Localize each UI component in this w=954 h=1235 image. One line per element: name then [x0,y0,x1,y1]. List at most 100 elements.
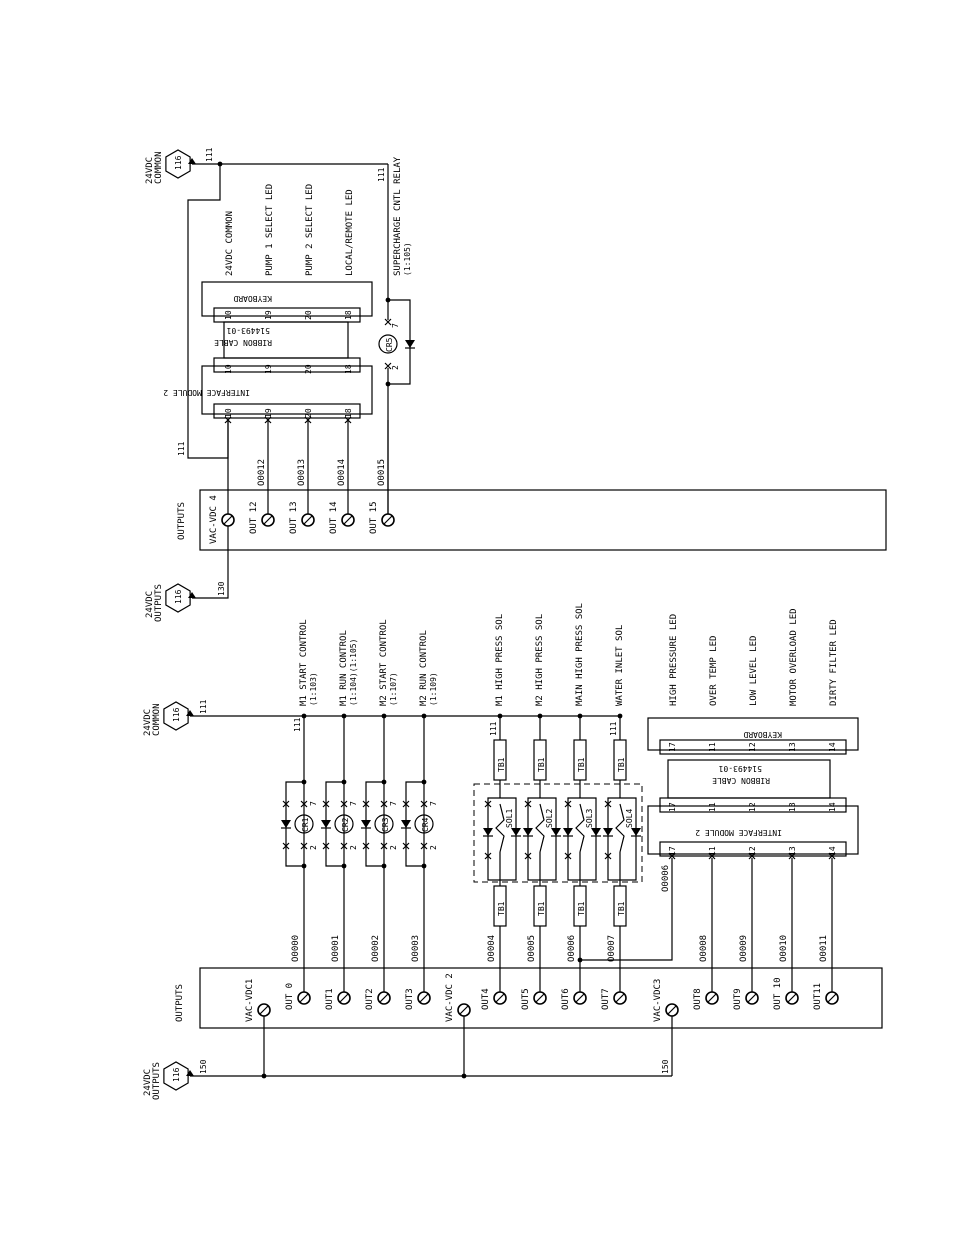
wire-label-111-sol1: 111 [489,721,498,736]
terminal-label-10: OUT 10 [773,977,783,1010]
junction-dot [385,381,391,387]
connection-x-icon [788,852,796,860]
relay-ref-CR4: (1:109) [429,672,438,706]
diode-SOL4-b-icon [631,828,641,836]
rail-label-line1: 24VDC [143,1069,153,1096]
wire-label-130: 130 [217,581,226,596]
relay-name-cr5: CR5 [385,337,394,352]
wire-label-O0015: O0015 [377,459,387,486]
terminal-slot [223,515,233,525]
interface-connector-top [213,403,361,419]
terminal-vac-0 [257,1003,271,1017]
led-label-4: DIRTY FILTER LED [829,619,839,706]
outputs-label-top: OUTPUTS [177,502,187,540]
terminal-slot [263,515,273,525]
relay-pin: 7 [391,323,400,328]
pin-label: 10 [224,408,233,418]
outputs-feed-wire [192,526,229,599]
led-label-1: OVER TEMP LED [709,636,719,706]
wire-label-O0000: O0000 [291,935,301,962]
output-module-top [199,489,887,551]
wire-label-O0004: O0004 [487,935,497,962]
pin-label: 18 [344,364,353,374]
solenoid-name-SOL2: SOL2 [545,809,554,828]
connection-x-icon [282,800,290,808]
junction-dot [301,713,307,719]
wire-label-111-sol4: 111 [609,721,618,736]
tb-label: TB1 [577,757,586,772]
interface-connector-top-upper [213,357,361,373]
relay-coil-CR4 [414,814,434,834]
wire-label-O0001: O0001 [331,935,341,962]
rail-label-line1: 24VDC [143,709,153,736]
connection-x-icon [564,800,572,808]
pin-label: 12 [748,802,757,812]
connection-x-icon [322,842,330,850]
connection-x-icon [708,852,716,860]
tb-label: TB1 [497,757,506,772]
ribbon-label-bottom: RIBBON CABLE [712,776,770,785]
pin-label: 14 [828,846,837,856]
connection-x-icon [384,318,392,326]
terminal-label-2: OUT2 [365,988,375,1010]
wire-label-O0005: O0005 [527,935,537,962]
diode-cr5-icon [405,340,415,348]
solenoid-label-SOL1: M1 HIGH PRESS SOL [495,614,505,706]
terminal-out-1 [337,991,351,1005]
relay-pin: 2 [389,845,398,850]
junction-dot [385,297,391,303]
solenoid-coil-icon [575,803,585,853]
sol-diode-wire-2 [500,797,517,881]
wire-label-O0002: O0002 [371,935,381,962]
pin-label: 18 [344,310,353,320]
relay-label-CR4: M2 RUN CONTROL [419,630,429,706]
relay-pin: 2 [391,365,400,370]
relay-label-CR1: M1 START CONTROL [299,619,309,706]
terminal-out-15 [381,513,395,527]
diode-SOL2-icon [523,828,533,836]
terminal-out-6 [573,991,587,1005]
wire-label-111: 111 [205,147,214,162]
arrow-icon [188,158,196,164]
terminal-slot [615,993,625,1003]
connection-x-icon [524,852,532,860]
connection-x-icon [264,416,272,424]
junction-dot [497,713,503,719]
relay-pin: 7 [429,801,438,806]
node-number: 116 [172,707,181,722]
connection-x-icon [300,800,308,808]
diode-SOL3-b-icon [591,828,601,836]
terminal-slot [495,993,505,1003]
connection-x-icon [384,362,392,370]
wire-label-o0006-route: O0006 [661,865,671,892]
solenoid-label-SOL3: MAIN HIGH PRESS SOL [575,603,585,706]
arrow-icon [188,592,196,598]
connection-x-icon [420,842,428,850]
junction-dot [341,713,347,719]
pin-label: 19 [264,408,273,418]
pin-label: 12 [748,742,757,752]
wire-label-O0012: O0012 [257,459,267,486]
pin-label: 11 [708,742,717,752]
tb-label: TB1 [537,901,546,916]
terminal-out-0 [297,991,311,1005]
terminal-out-2 [377,991,391,1005]
relay-label-cr5: SUPERCHARGE CNTL RELAY [393,156,403,276]
sol-diode-wire-2 [540,797,557,881]
pin-label: 20 [304,408,313,418]
sol-diode-wire-2 [620,797,637,881]
pin-label: 10 [224,364,233,374]
wire-label-O0007: O0007 [607,935,617,962]
terminal-out-10 [785,991,799,1005]
keyboard-label-bottom: KEYBOARD [743,730,782,739]
relay-pin: 7 [389,801,398,806]
connection-x-icon [402,842,410,850]
rail-label-line2: COMMON [152,703,162,736]
connection-x-icon [282,842,290,850]
rail-label-line1: 24VDC [145,157,155,184]
terminal-slot [383,515,393,525]
wire-label-150: 150 [199,1059,208,1074]
vac-label-2: VAC-VDC3 [653,979,663,1022]
pin-label: 11 [708,846,717,856]
keyboard-connector-bottom [659,739,847,755]
